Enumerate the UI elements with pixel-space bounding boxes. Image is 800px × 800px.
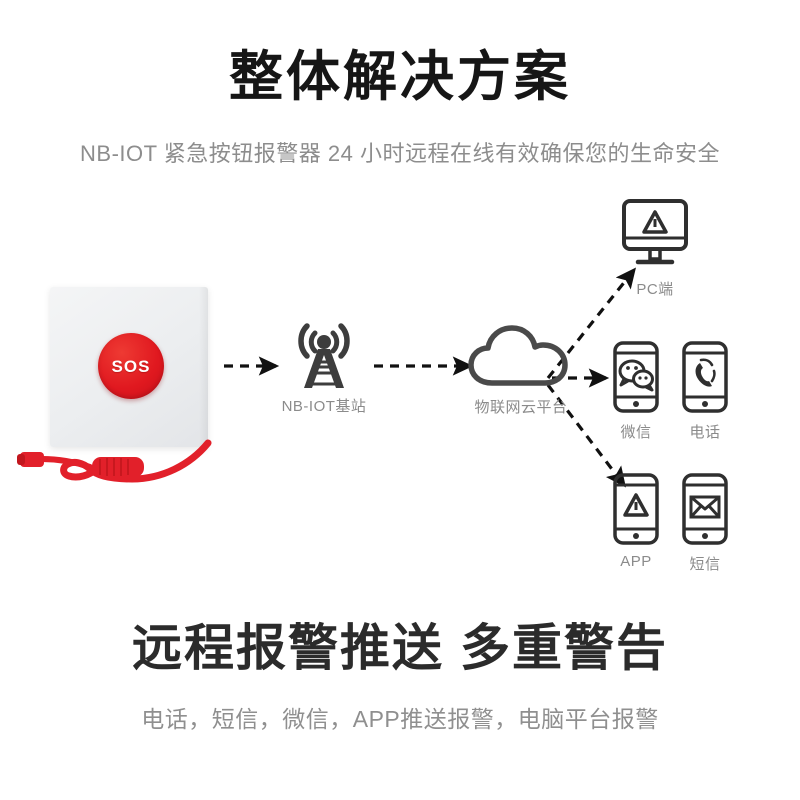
wechat-phone-icon — [613, 341, 659, 413]
node-wechat-label: 微信 — [620, 424, 652, 441]
sos-device[interactable]: SOS — [17, 287, 212, 483]
node-app-label: APP — [620, 553, 652, 570]
cell-tower-icon — [298, 323, 350, 388]
node-wechat[interactable]: 微信 — [605, 340, 667, 442]
pull-cord — [17, 439, 212, 483]
node-app[interactable]: APP — [605, 472, 667, 570]
node-cloud-label: 物联网云平台 — [474, 399, 568, 416]
phone-call-icon — [682, 341, 728, 413]
desktop-monitor-alert-icon — [622, 199, 688, 265]
node-tower-label: NB-IOT基站 — [281, 398, 367, 415]
app-phone-alert-icon — [613, 473, 659, 545]
sms-envelope-phone-icon — [682, 473, 728, 545]
node-phone[interactable]: 电话 — [674, 340, 736, 442]
node-sms[interactable]: 短信 — [674, 472, 736, 574]
node-pc-label: PC端 — [636, 281, 674, 298]
footer-subtitle: 电话，短信，微信，APP推送报警，电脑平台报警 — [141, 706, 659, 732]
sos-button-label: SOS — [111, 356, 151, 376]
solution-diagram: SOS — [0, 185, 800, 590]
node-phone-label: 电话 — [689, 424, 721, 441]
node-sms-label: 短信 — [689, 556, 721, 573]
page-subtitle: NB-IOT 紧急按钮报警器 24 小时远程在线有效确保您的生命安全 — [80, 141, 720, 166]
node-pc[interactable]: PC端 — [612, 197, 698, 299]
sos-button[interactable]: SOS — [98, 333, 164, 399]
page-title: 整体解决方案 — [229, 47, 571, 107]
footer-headline: 远程报警推送 多重警告 — [132, 620, 668, 676]
cloud-icon — [468, 325, 568, 386]
link-cloud-app — [546, 384, 626, 488]
node-tower[interactable]: NB-IOT基站 — [274, 318, 374, 416]
device-panel — [50, 287, 208, 447]
node-cloud[interactable]: 物联网云平台 — [466, 325, 576, 417]
